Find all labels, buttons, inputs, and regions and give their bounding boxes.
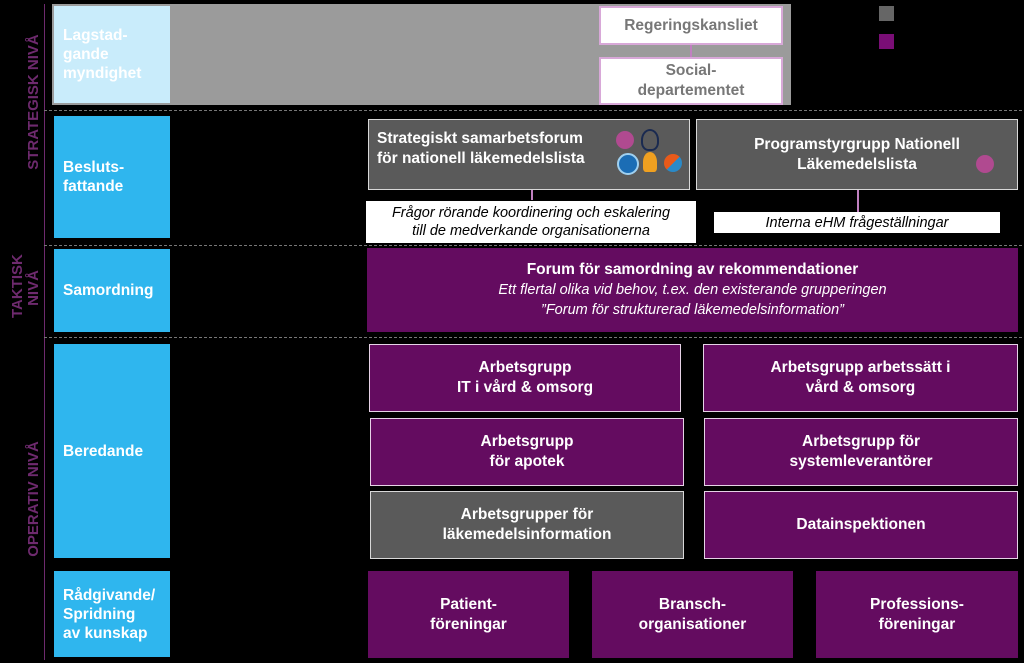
professionsforeningar-box: Professions- föreningar [816,571,1018,658]
forum-line2: ”Forum för strukturerad läkemedelsinform… [541,302,844,318]
koordinering-note: Frågor rörande koordinering och eskaleri… [366,201,696,243]
legend-gray-square [879,6,894,21]
separator-operativ [44,337,1022,338]
forum-line1: Ett flertal olika vid behov, t.ex. den e… [498,282,887,298]
level-axis-line [44,4,45,660]
separator-strategisk [44,110,1022,111]
orange-figure-logo [643,152,657,172]
row-label-beredande: Beredande [54,344,170,558]
row-label-lagstadgande: Lagstad- gande myndighet [54,6,170,103]
arbetsgrupp-arbetssatt-box: Arbetsgrupp arbetssätt i vård & omsorg [703,344,1018,412]
strategisk-niva-label: STRATEGISK NIVÅ [25,34,42,170]
separator-taktisk [44,245,1022,246]
row-label-radgivande: Rådgivande/ Spridning av kunskap [54,571,170,657]
branschorganisationer-box: Bransch- organisationer [592,571,793,658]
legend-purple-square [879,34,894,49]
arbetsgrupp-apotek-box: Arbetsgrupp för apotek [370,418,684,486]
interna-note: Interna eHM frågeställningar [714,212,1000,233]
row-label-beslutsfattande: Besluts- fattande [54,116,170,238]
blue-swirl-logo [617,153,639,175]
pink-circle-logo [616,131,634,149]
strategiskt-samarbetsforum-label: Strategiskt samarbetsforum för nationell… [377,130,585,167]
datainspektionen-box: Datainspektionen [704,491,1018,559]
row-label-samordning: Samordning [54,249,170,332]
forum-samordning-box: Forum för samordning av rekommendationer… [367,248,1018,332]
operativ-niva-label: OPERATIV NIVÅ [25,441,42,557]
socialdepartementet-box: Social- departementet [599,57,783,105]
programstyrgrupp-box: Programstyrgrupp Nationell Läkemedelslis… [696,119,1018,190]
blue-knot-logo [641,129,659,151]
arbetsgrupp-systemleverantorer-box: Arbetsgrupp för systemleverantörer [704,418,1018,486]
arbetsgrupp-it-box: Arbetsgrupp IT i vård & omsorg [369,344,681,412]
orange-blue-logo [664,154,682,172]
connector-line [690,45,692,57]
pink-circle-logo [976,155,994,173]
forum-title: Forum för samordning av rekommendationer [526,261,859,278]
arbetsgrupper-lakemedelsinfo-box: Arbetsgrupper för läkemedelsinformation [370,491,684,559]
regeringskansliet-box: Regeringskansliet [599,6,783,45]
connector-line [857,190,859,212]
patientforeningar-box: Patient- föreningar [368,571,569,658]
strategiskt-samarbetsforum-box: Strategiskt samarbetsforum för nationell… [368,119,690,190]
taktisk-niva-label: TAKTISK NIVÅ [9,254,42,318]
connector-line [531,190,533,200]
